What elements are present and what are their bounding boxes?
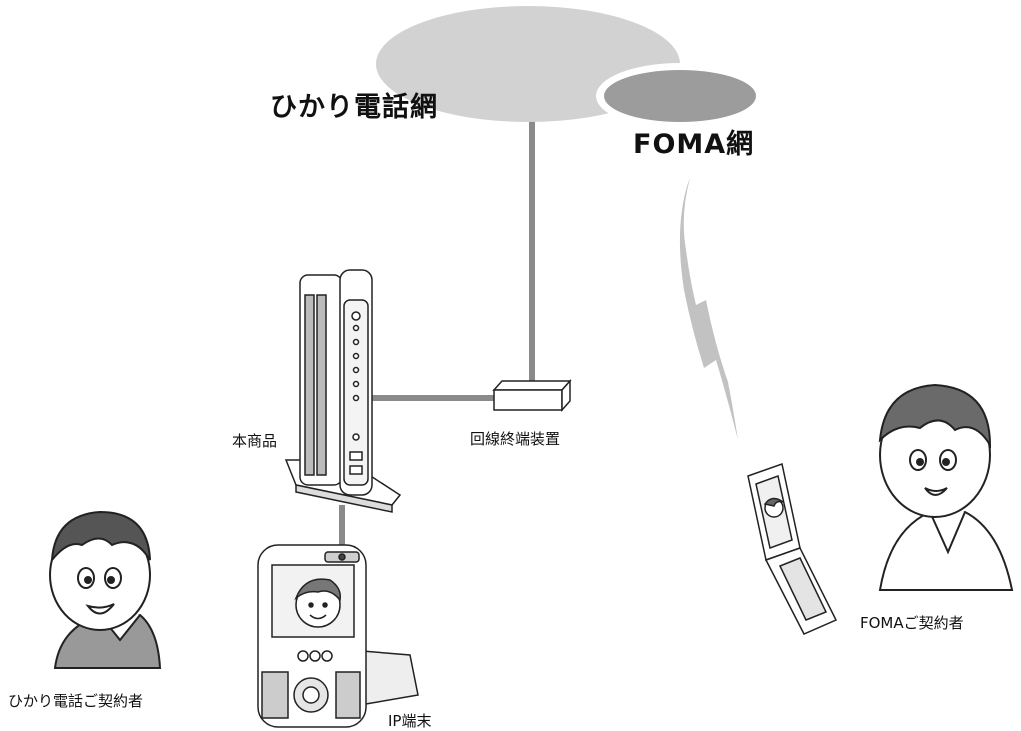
hikari-user-illustration — [49, 510, 162, 669]
connection-lines — [339, 115, 535, 548]
ip-terminal-device — [257, 544, 419, 728]
onu-device — [492, 379, 572, 412]
foma-user-illustration — [878, 383, 1014, 591]
mobile-phone-device — [747, 463, 838, 635]
router-label: 本商品 — [232, 432, 278, 450]
router-device — [284, 269, 402, 513]
hikari-network-label: ひかり電話網 — [270, 92, 438, 123]
wireless-signal-bolt — [679, 178, 738, 440]
foma-network-cloud — [604, 70, 756, 122]
foma-network-label: FOMA網 — [633, 129, 755, 160]
foma-user-label: FOMAご契約者 — [860, 614, 964, 632]
ip-terminal-label: IP端末 — [388, 712, 432, 730]
onu-label: 回線終端装置 — [470, 430, 561, 448]
hikari-user-label: ひかり電話ご契約者 — [8, 692, 144, 710]
